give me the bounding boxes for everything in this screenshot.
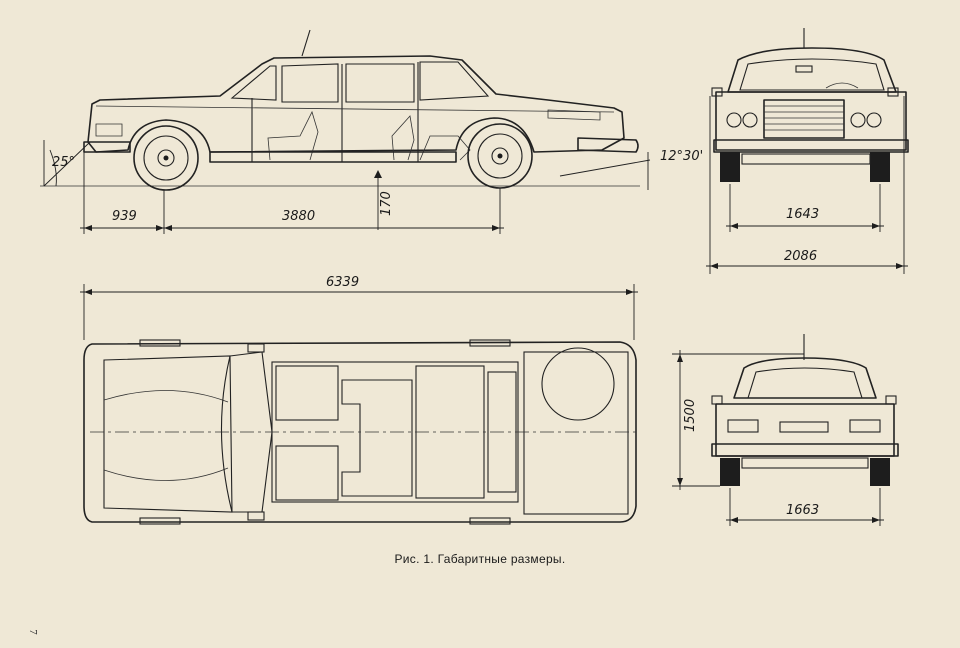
front-wheel: [133, 125, 199, 191]
front-track-label: 1643: [786, 207, 819, 222]
figure-caption: Рис. 1. Габаритные размеры.: [394, 552, 566, 566]
overall-length-label: 6339: [326, 275, 359, 290]
ground-clearance-label: 170: [379, 191, 394, 216]
top-view: 6339: [80, 275, 640, 525]
page-number: 7: [26, 629, 39, 635]
overall-width-label: 2086: [784, 249, 817, 264]
height-label: 1500: [683, 399, 698, 432]
rear-view: 1500 1663: [672, 334, 899, 526]
wheelbase-label: 3880: [282, 209, 315, 224]
rear-wheel: [467, 123, 533, 189]
departure-angle-label: 12°30': [660, 149, 703, 164]
front-overhang-label: 939: [112, 209, 137, 224]
front-view: 1643 2086: [706, 28, 909, 274]
side-view: 25° 12°30' 170 939 3880: [40, 29, 703, 234]
approach-angle-label: 25°: [52, 155, 75, 170]
rear-track-label: 1663: [786, 503, 819, 518]
